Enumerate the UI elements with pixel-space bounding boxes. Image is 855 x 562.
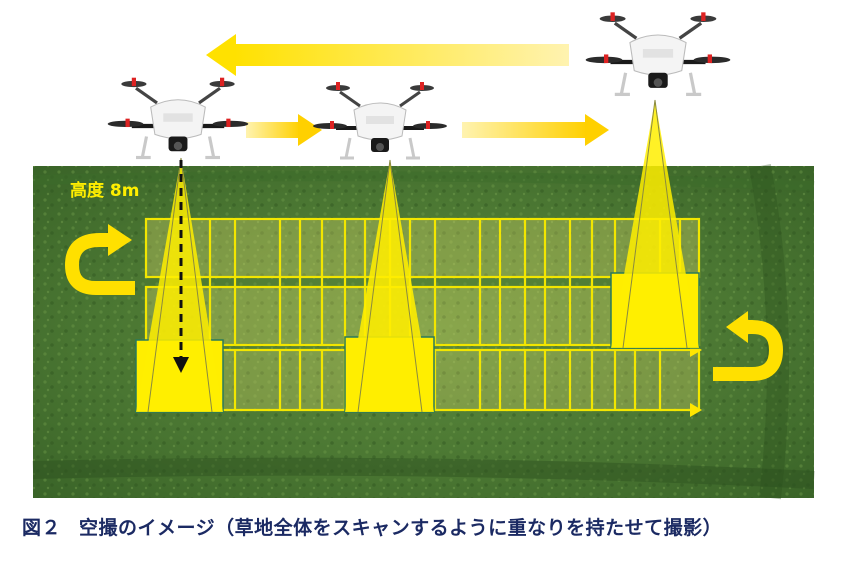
flight-direction-arrow-icon: [462, 114, 609, 146]
figure-caption: 図２ 空撮のイメージ（草地全体をスキャンするように重なりを持たせて撮影）: [22, 513, 722, 540]
caption-number: 図２: [22, 517, 62, 539]
flight-direction-arrow-icon: [246, 114, 322, 146]
altitude-label: 高度 8m: [70, 180, 139, 201]
camera-footprint-right: [610, 99, 700, 349]
photo-grid: [138, 217, 701, 412]
camera-footprint-left: [135, 157, 224, 413]
drone-icon: [586, 12, 731, 94]
drone-icon: [311, 80, 449, 160]
caption-text: 空撮のイメージ（草地全体をスキャンするように重なりを持たせて撮影）: [79, 517, 723, 539]
u-turn-arrow-icon: [713, 311, 784, 381]
camera-footprint-center: [344, 159, 435, 413]
row-arrowhead-icon: [690, 403, 702, 417]
flight-direction-arrow-icon: [206, 34, 569, 76]
altitude-dashed-arrow: [173, 160, 189, 373]
drone-icon: [108, 78, 249, 158]
u-turn-arrow-icon: [64, 224, 135, 295]
